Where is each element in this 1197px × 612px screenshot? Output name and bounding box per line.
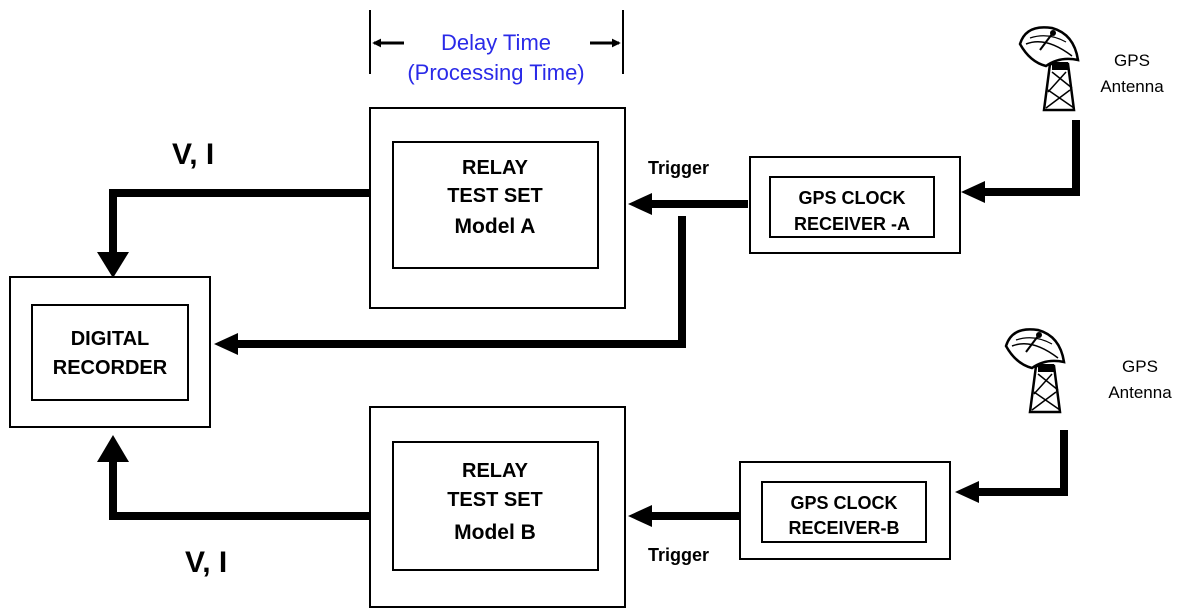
satellite-dish-icon xyxy=(1004,328,1066,414)
gps-clock-b-inner-box xyxy=(761,481,927,543)
arrowhead-down-recorder xyxy=(97,252,129,278)
relay-test-set-a: RELAY TEST SET Model A xyxy=(369,107,626,309)
digital-recorder-block: DIGITAL RECORDER xyxy=(9,276,211,428)
arrowhead-gps-clock-b xyxy=(955,481,979,503)
relay-a-line2: TEST SET xyxy=(447,185,543,207)
digital-recorder-line2: RECORDER xyxy=(53,357,168,379)
relay-b-line2: TEST SET xyxy=(447,489,543,511)
trigger-label-top: Trigger xyxy=(648,158,709,178)
antenna-a-line1: GPS xyxy=(1114,51,1150,70)
arrowhead-trigger-b xyxy=(628,505,652,527)
wire-relay-b-to-recorder xyxy=(109,458,370,520)
antenna-b-line2: Antenna xyxy=(1108,383,1172,402)
arrowhead-gps-clock-a xyxy=(961,181,985,203)
gps-clock-a-line2: RECEIVER -A xyxy=(794,214,910,234)
wire-antenna-a xyxy=(982,120,1080,196)
arrowhead-trigger-to-recorder xyxy=(214,333,238,355)
vi-label-bottom: V, I xyxy=(185,546,227,579)
relay-b-inner-box xyxy=(392,441,599,571)
gps-clock-receiver-b: GPS CLOCK RECEIVER-B xyxy=(739,461,951,560)
gps-clock-b-line1: GPS CLOCK xyxy=(790,493,897,513)
arrowhead-trigger-a xyxy=(628,193,652,215)
trigger-label-bottom: Trigger xyxy=(648,545,709,565)
gps-clock-receiver-a: GPS CLOCK RECEIVER -A xyxy=(749,156,961,254)
wire-relay-a-to-recorder xyxy=(109,189,370,256)
gps-clock-a-line1: GPS CLOCK xyxy=(798,188,905,208)
relay-a-model: Model A xyxy=(455,215,536,238)
relay-a-inner-box xyxy=(392,141,599,269)
relay-b-model: Model B xyxy=(454,521,536,544)
wire-antenna-b xyxy=(976,430,1068,496)
arrowhead-up-recorder xyxy=(97,435,129,462)
processing-time-label: (Processing Time) xyxy=(407,60,584,85)
delay-time-indicator: Delay Time (Processing Time) xyxy=(369,10,624,85)
gps-clock-a-inner-box xyxy=(769,176,935,238)
satellite-dish-icon xyxy=(1018,26,1080,112)
wire-trigger-a-to-recorder xyxy=(235,216,686,348)
digital-recorder-inner-box xyxy=(31,304,189,401)
gps-clock-b-line2: RECEIVER-B xyxy=(788,518,899,538)
relay-test-set-b: RELAY TEST SET Model B xyxy=(369,406,626,608)
signal-wires xyxy=(97,120,1080,527)
digital-recorder-line1: DIGITAL xyxy=(71,328,150,350)
antenna-a-line2: Antenna xyxy=(1100,77,1164,96)
vi-label-top: V, I xyxy=(172,138,214,171)
antenna-b-line1: GPS xyxy=(1122,357,1158,376)
relay-a-line1: RELAY xyxy=(462,157,529,179)
relay-b-line1: RELAY xyxy=(462,460,529,482)
delay-time-label: Delay Time xyxy=(441,30,551,55)
